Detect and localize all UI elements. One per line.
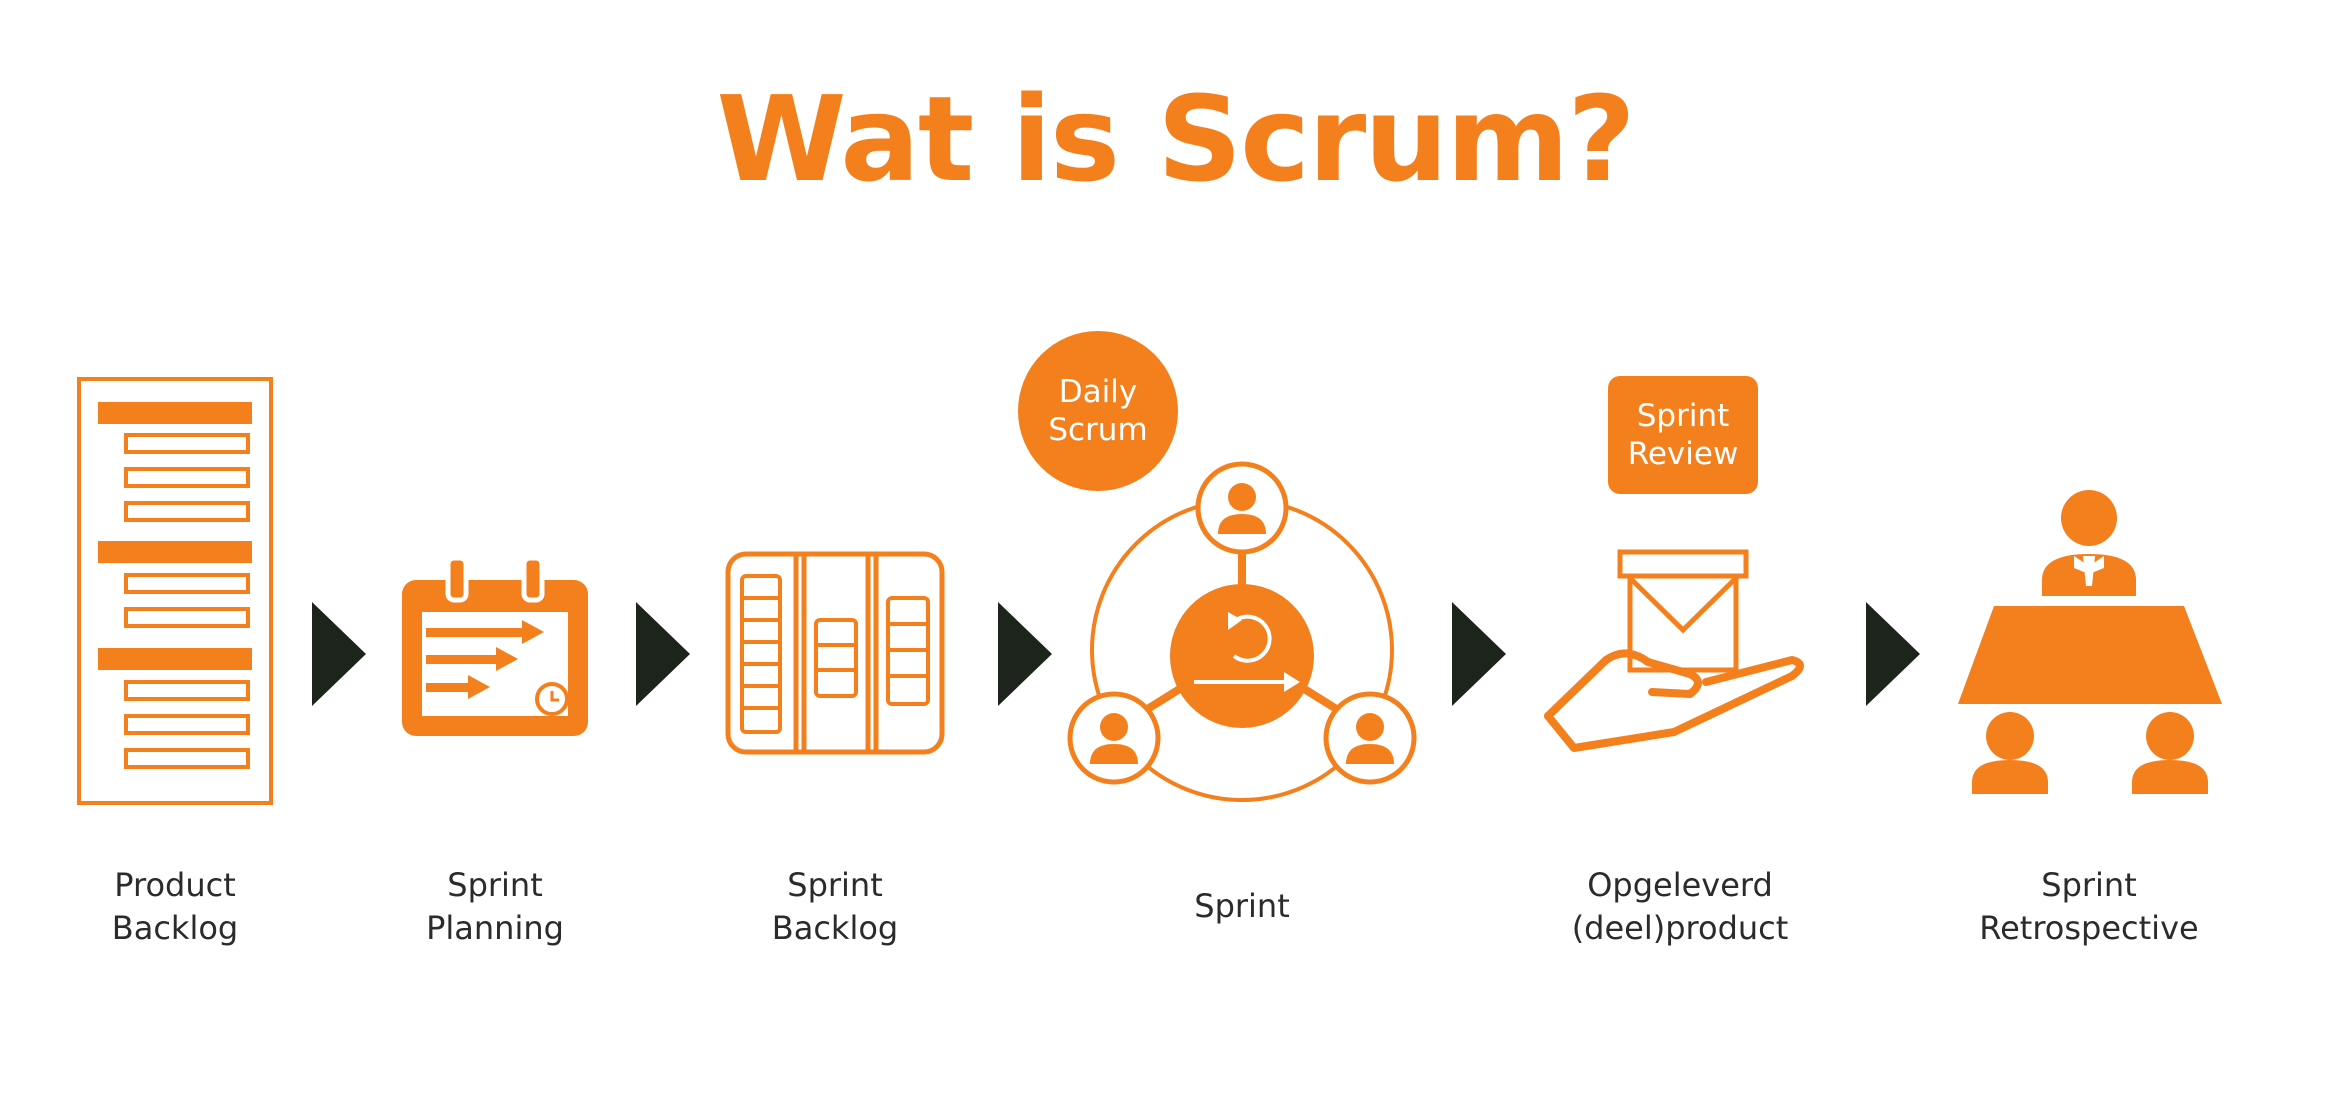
chevron-right-icon	[636, 602, 690, 706]
step-label-sprint-planning: Sprint Planning	[426, 866, 564, 947]
step-label-opgeleverd-deelproduct: Opgeleverd (deel)product	[1571, 866, 1789, 947]
sprint-cycle-team-icon	[1067, 461, 1417, 802]
step-label-product-backlog: Product Backlog	[111, 866, 239, 947]
chevron-right-icon	[998, 602, 1052, 706]
chevron-right-icon	[312, 602, 366, 706]
chevron-right-icon	[1452, 602, 1506, 706]
calendar-planning-icon	[402, 555, 588, 736]
product-backlog-list-icon	[77, 377, 273, 805]
step-label-sprint-backlog: Sprint Backlog	[771, 866, 899, 947]
hand-delivery-box-icon	[1544, 549, 1804, 752]
page-title: Wat is Scrum?	[716, 70, 1635, 208]
retrospective-meeting-icon	[1958, 490, 2222, 794]
chevron-right-icon	[1866, 602, 1920, 706]
team-member-icon	[1323, 691, 1417, 785]
team-member-icon	[1067, 691, 1161, 785]
daily-scrum-badge: Daily Scrum	[1018, 331, 1178, 491]
sprint-backlog-board-icon	[725, 551, 945, 755]
team-member-icon	[1195, 461, 1289, 555]
step-label-sprint: Sprint	[1194, 887, 1290, 925]
sprint-review-badge: Sprint Review	[1608, 376, 1758, 494]
step-label-sprint-retrospective: Sprint Retrospective	[1979, 866, 2199, 947]
